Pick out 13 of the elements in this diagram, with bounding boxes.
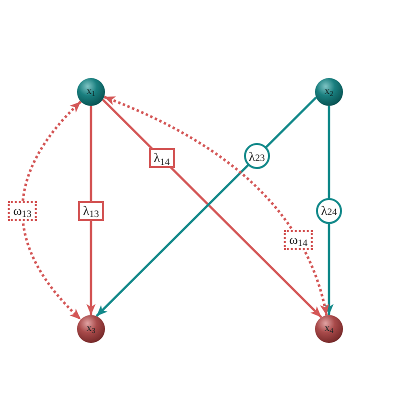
edge-label: λ$_{14}$ <box>148 148 175 168</box>
node-label: x$_{1}$ <box>86 87 96 97</box>
dotted-curved-double-headed-arrow <box>21 100 82 320</box>
edge-label: λ$_{13}$ <box>78 200 104 220</box>
edge-label: ω$_{13}$ <box>8 200 37 221</box>
node-label: x$_{4}$ <box>324 324 334 334</box>
node-label: x$_{2}$ <box>324 87 334 97</box>
edge-label: λ$_{24}$ <box>316 198 342 224</box>
node-label: x$_{3}$ <box>86 324 96 334</box>
edge-label: ω$_{14}$ <box>284 230 313 250</box>
edge-label: λ$_{23}$ <box>244 143 270 170</box>
vertical-down-arrow <box>324 106 334 315</box>
vertical-down-arrow <box>86 106 96 315</box>
